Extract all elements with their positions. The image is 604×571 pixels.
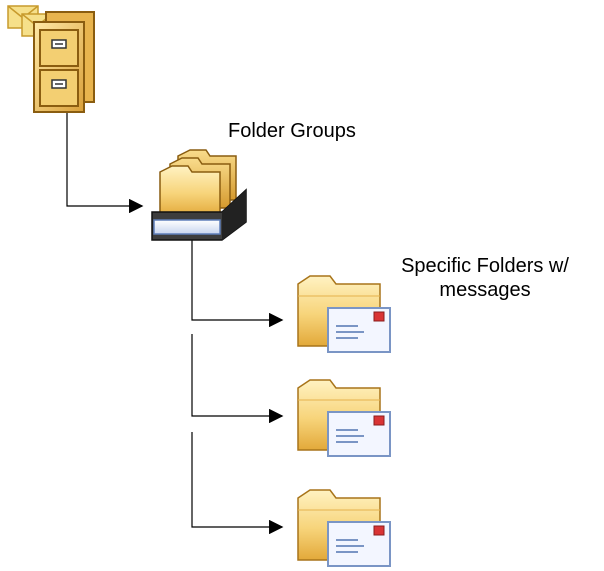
specific-folders-label: Specific Folders w/ messages [385,254,585,302]
specific-folders-label-line2: messages [439,279,531,301]
file-cabinet-with-mail-icon [7,5,95,113]
mail-folder-icon [297,275,391,353]
connector-root-to-group [66,112,144,214]
mail-folder-icon [297,379,391,457]
folder-tray-icon [151,149,247,241]
mail-folder-icon [297,489,391,567]
specific-folders-label-line1: Specific Folders w/ [401,255,569,277]
connector-group-to-folder-1 [191,236,284,328]
connector-group-to-folder-2 [191,334,284,424]
folder-groups-label: Folder Groups [228,120,356,142]
connector-group-to-folder-3 [191,432,284,535]
connectors [66,112,284,535]
